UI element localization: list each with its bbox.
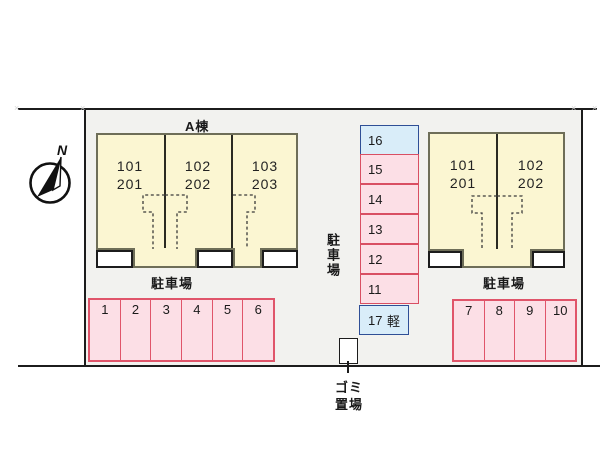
unit-number: 102 (184, 158, 212, 174)
building-a-wall (231, 135, 233, 248)
unit-number: 101 (116, 158, 144, 174)
space-number: 13 (368, 221, 383, 237)
parking-space-4: 4 (182, 300, 213, 360)
boundary-line-top (18, 108, 597, 110)
parking-row-7-10: 7 8 9 10 (452, 299, 577, 362)
entrance-extension (462, 249, 532, 268)
unit-number: 103 (251, 158, 279, 174)
boundary-line-right (581, 108, 583, 367)
space-number: 6 (254, 302, 262, 317)
unit-102-202: 102 202 (166, 158, 230, 193)
parking-label-middle: 駐車場 (325, 233, 340, 278)
survey-mark-icon: × (80, 103, 86, 113)
space-number: 14 (368, 191, 383, 207)
unit-101-201: 101 201 (431, 157, 495, 192)
space-number: 3 (162, 302, 170, 317)
unit-number: 202 (517, 174, 545, 191)
survey-mark-icon: × (14, 103, 20, 113)
parking-label-right: 駐車場 (483, 276, 526, 291)
parking-space-1: 1 (90, 300, 121, 360)
space-number: 9 (526, 303, 534, 318)
unit-102-202: 102 202 (499, 157, 563, 192)
unit-101-201: 101 201 (98, 158, 162, 193)
parking-space-5: 5 (213, 300, 244, 360)
parking-space-9: 9 (515, 301, 546, 360)
kei-car-label: 軽 (386, 313, 400, 329)
garbage-station-box (339, 338, 358, 364)
garbage-tick-line (347, 361, 349, 373)
terrace (96, 250, 133, 268)
parking-space-13: 13 (360, 214, 419, 244)
space-number: 2 (131, 302, 140, 317)
entrance-extension (233, 248, 262, 268)
garbage-label-line1: ゴミ (335, 380, 364, 395)
space-number: 12 (368, 251, 383, 267)
building-a (96, 133, 298, 250)
space-number: 7 (465, 303, 473, 318)
unit-number: 102 (517, 157, 545, 173)
space-number: 16 (368, 132, 383, 148)
garbage-label-line2: 置場 (335, 397, 364, 412)
entrance-extension (133, 248, 197, 268)
parking-label-left: 駐車場 (151, 276, 194, 291)
boundary-line-left (84, 108, 86, 367)
space-number: 15 (368, 161, 383, 177)
terrace (532, 251, 565, 268)
space-number: 17 (368, 312, 383, 328)
unit-number: 201 (449, 174, 477, 191)
compass-north-icon: N (29, 142, 71, 204)
parking-space-14: 14 (360, 184, 419, 214)
parking-space-17-kei: 17 軽 (359, 305, 409, 335)
parking-space-7: 7 (454, 301, 485, 360)
parking-space-11: 11 (360, 274, 419, 304)
compass-n-letter: N (57, 142, 68, 158)
unit-number: 203 (251, 175, 279, 192)
terrace (262, 250, 298, 268)
unit-number: 202 (184, 175, 212, 192)
parking-space-15: 15 (360, 154, 419, 184)
parking-space-8: 8 (485, 301, 515, 360)
survey-mark-icon: × (592, 103, 598, 113)
parking-row-1-6: 1 2 3 4 5 6 (88, 298, 275, 362)
space-number: 4 (193, 302, 201, 317)
survey-mark-icon: × (571, 103, 577, 113)
unit-number: 201 (116, 175, 144, 192)
parking-space-16: 16 (360, 125, 419, 155)
unit-103-203: 103 203 (233, 158, 297, 193)
building-a-title: A棟 (185, 119, 210, 134)
space-number: 11 (368, 281, 382, 297)
terrace (428, 251, 462, 268)
parking-space-3: 3 (151, 300, 183, 360)
space-number: 10 (553, 303, 568, 318)
parking-space-10: 10 (546, 301, 576, 360)
terrace (197, 250, 233, 268)
parking-space-12: 12 (360, 244, 419, 274)
building-a-wall (164, 135, 166, 248)
building-b-wall (496, 134, 498, 249)
space-number: 5 (223, 302, 232, 317)
space-number: 1 (101, 302, 109, 317)
parking-space-6: 6 (243, 300, 273, 360)
boundary-line-bottom (18, 365, 600, 367)
space-number: 8 (495, 303, 503, 318)
parking-space-2: 2 (121, 300, 152, 360)
unit-number: 101 (449, 157, 477, 173)
